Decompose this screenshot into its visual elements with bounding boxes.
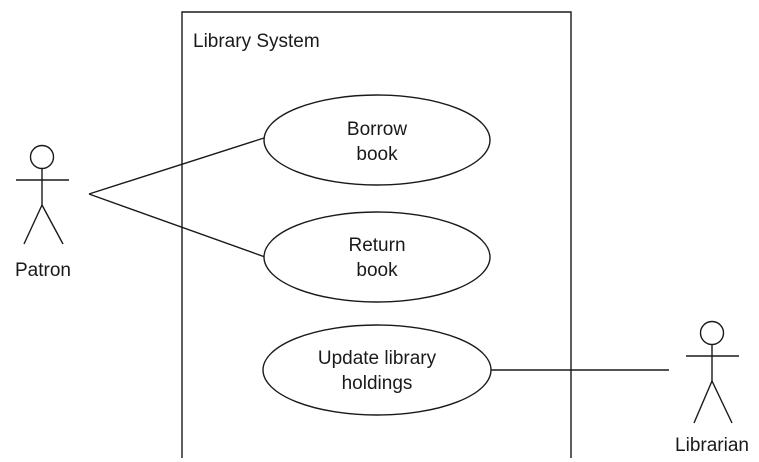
association-patron-borrow: [88, 137, 265, 195]
use-case-borrow-line1: Borrow: [347, 119, 407, 140]
system-title: Library System: [193, 31, 320, 52]
associations: [88, 137, 669, 371]
actor-patron[interactable]: Patron: [15, 144, 71, 282]
actor-librarian[interactable]: Librarian: [675, 320, 749, 457]
use-case-return-line2: book: [356, 260, 398, 281]
stick-figure-icon: [16, 144, 69, 245]
use-case-update-line2: holdings: [342, 373, 413, 394]
use-case-borrow-book[interactable]: Borrow book: [263, 94, 491, 186]
system-boundary: Library System: [181, 11, 572, 458]
actor-librarian-label: Librarian: [675, 435, 749, 456]
stick-figure-icon: [686, 320, 739, 424]
use-case-update-line1: Update library: [318, 348, 437, 369]
use-case-borrow-line2: book: [356, 144, 398, 165]
association-patron-return: [88, 193, 266, 258]
use-case-return-book[interactable]: Return book: [263, 211, 491, 303]
actor-patron-label: Patron: [15, 260, 71, 281]
use-case-return-line1: Return: [348, 235, 405, 256]
use-case-update-holdings[interactable]: Update library holdings: [262, 324, 492, 416]
